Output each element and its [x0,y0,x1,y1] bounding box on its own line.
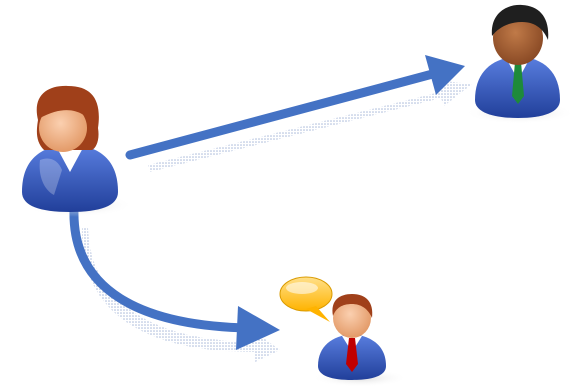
straight-arrow-shaft [130,72,440,155]
curved-arrow [74,210,280,350]
straight-arrow [130,55,465,155]
curved-arrow-shaft [74,210,250,328]
person-sender [22,86,133,217]
speech-bubble-icon [280,277,332,322]
person-receiver-top [465,5,575,124]
speech-bubble-gloss [286,282,318,294]
speech-bubble-body [280,277,332,311]
person-receiver-bottom [280,277,408,387]
speech-bubble-tail [306,306,330,322]
straight-arrow-shadow [148,80,472,172]
arrow-shadows [82,80,472,362]
